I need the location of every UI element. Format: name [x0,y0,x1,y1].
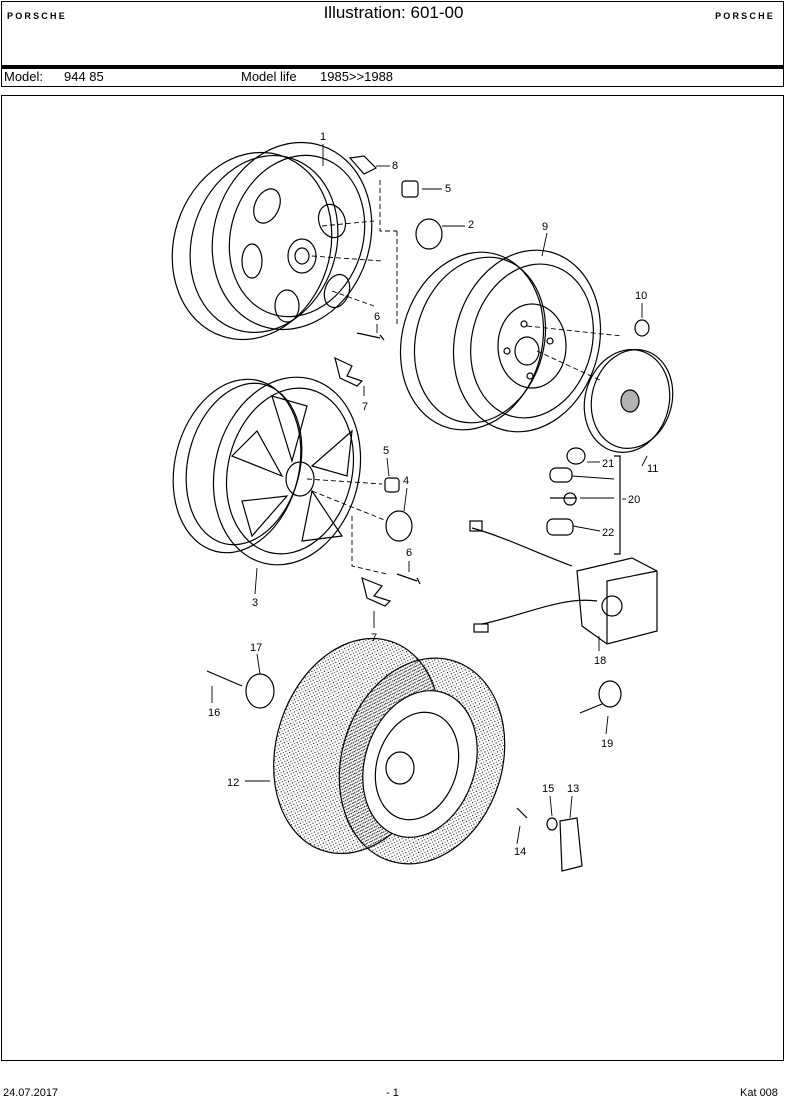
footer-page: - 1 [386,1087,399,1099]
balance-weight-7-upper [334,356,364,387]
callout-16: 16 [208,707,220,719]
callout-5: 5 [445,183,451,195]
footer-catalog: Kat 008 [740,1087,778,1099]
illustration-frame: 1 8 5 2 9 10 6 7 11 21 20 3 5 4 22 6 7 1… [1,95,784,1061]
callout-6-lower: 6 [406,547,412,559]
model-value: 944 85 [64,69,104,84]
callout-14: 14 [514,846,526,858]
model-row: Model: 944 85 Model life 1985>>1988 [1,69,784,87]
callout-17: 17 [250,642,262,654]
center-cap-2 [415,218,443,250]
valve-6-lower [396,573,421,585]
callout-19: 19 [601,738,613,750]
callout-15: 15 [542,783,554,795]
brand-logo-left: PORSCHE [7,11,67,21]
callout-12: 12 [227,777,239,789]
callout-6-upper: 6 [374,311,380,323]
callout-21: 21 [602,458,614,470]
wheel-nut-5-lower [384,477,400,493]
footer-date: 24.07.2017 [3,1087,59,1099]
page-title: Illustration: 601-00 [323,3,464,22]
lock-key [550,492,577,506]
weight-8 [348,155,378,175]
bracket-13 [559,817,583,872]
model-label: Model: [4,69,44,84]
steel-wheel-9 [399,249,602,433]
valve-6-upper [356,332,385,341]
gauge-19-stem [579,703,603,714]
callout-5-lower: 5 [383,445,389,457]
alloy-wheel-1 [171,141,373,341]
wheel-nut-5-upper [401,180,419,198]
nut-10 [634,319,650,337]
fuchs-wheel-3 [172,376,362,566]
spare-tire-12 [273,637,506,865]
callout-18: 18 [594,655,606,667]
hub-cap-11 [583,349,674,453]
callout-9: 9 [542,221,548,233]
callout-labels: 1 8 5 2 9 10 6 7 11 21 20 3 5 4 22 6 7 1… [208,131,658,858]
bolt-16 [206,670,243,687]
callout-2: 2 [468,219,474,231]
callout-20: 20 [628,494,640,506]
washer-15 [546,817,558,831]
gauge-19 [598,680,622,708]
callout-13: 13 [567,783,579,795]
callout-4: 4 [403,475,409,487]
callout-8: 8 [392,160,398,172]
balance-weight-7-lower [361,577,392,607]
lock-bolt-22 [546,518,574,536]
model-life-value: 1985>>1988 [320,69,394,84]
header-divider [1,66,784,69]
callout-22: 22 [602,527,614,539]
callout-7-lower: 7 [371,632,377,644]
exploded-parts-diagram: 1 8 5 2 9 10 6 7 11 21 20 3 5 4 22 6 7 1… [171,131,674,872]
callout-11: 11 [647,463,658,475]
lock-cylinder [549,467,573,483]
header-box: PORSCHE Illustration: 601-00 PORSCHE [1,1,784,66]
leader-lines [211,144,648,845]
callout-7-upper: 7 [362,401,368,413]
part-17-ring [245,673,275,709]
brand-logo-right: PORSCHE [715,11,775,21]
compressor-18 [469,520,658,645]
lock-cap-21 [566,447,586,465]
callout-1: 1 [320,131,326,143]
center-cap-4 [385,510,413,542]
callout-3: 3 [252,597,258,609]
bracket-20 [614,455,621,555]
model-life-label: Model life [241,69,297,84]
callout-10: 10 [635,290,647,302]
bolt-14 [516,807,528,819]
